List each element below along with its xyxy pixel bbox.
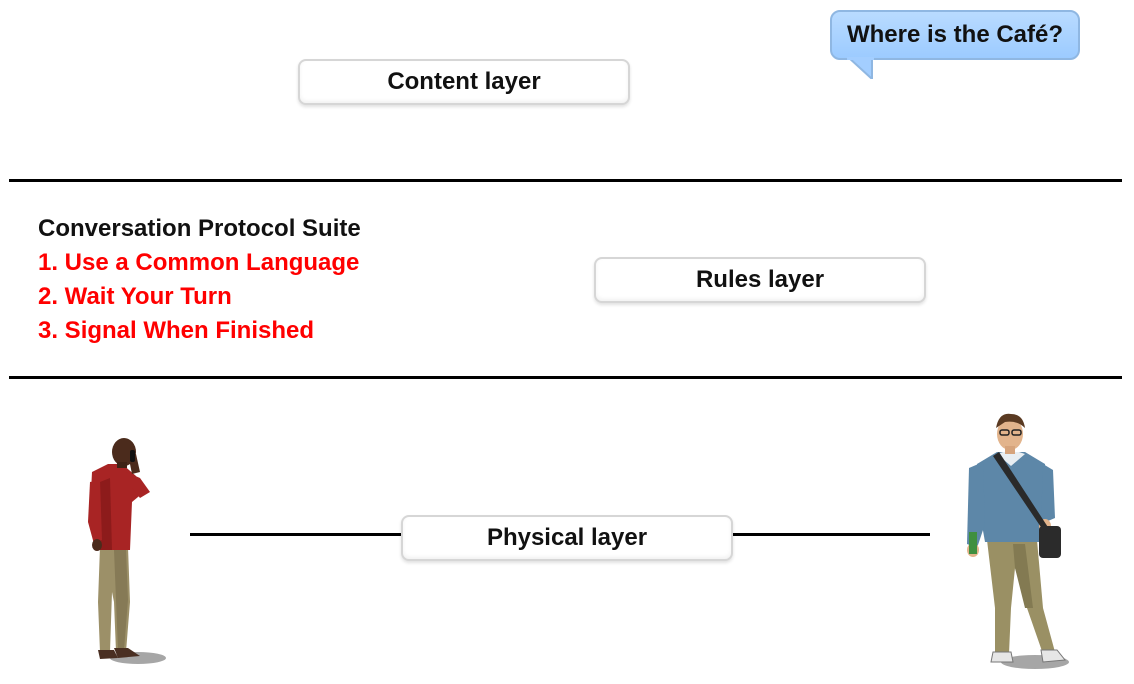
content-layer-box: Content layer	[298, 59, 630, 105]
speech-bubble-tail	[847, 57, 874, 79]
speech-bubble: Where is the Café?	[830, 10, 1080, 60]
physical-link-left	[190, 533, 404, 536]
rules-layer-box: Rules layer	[594, 257, 926, 303]
protocol-rule-1: 1. Use a Common Language	[38, 249, 360, 276]
top-divider-line	[9, 179, 1122, 182]
physical-layer-label: Physical layer	[486, 524, 648, 551]
man-on-phone-figure	[88, 438, 166, 664]
protocol-suite: Conversation Protocol Suite 1. Use a Com…	[38, 212, 361, 348]
content-layer-label: Content layer	[387, 68, 541, 95]
bottom-divider-line	[9, 376, 1122, 379]
speech-bubble-text: Where is the Café?	[846, 21, 1064, 48]
physical-link-right	[730, 533, 930, 536]
protocol-rule-3: 3. Signal When Finished	[38, 317, 315, 344]
physical-layer-box: Physical layer	[401, 515, 733, 561]
protocol-suite-title: Conversation Protocol Suite	[38, 215, 361, 242]
rules-layer-label: Rules layer	[695, 266, 825, 293]
student-with-bag-figure	[967, 413, 1069, 669]
protocol-rule-2: 2. Wait Your Turn	[38, 283, 232, 310]
